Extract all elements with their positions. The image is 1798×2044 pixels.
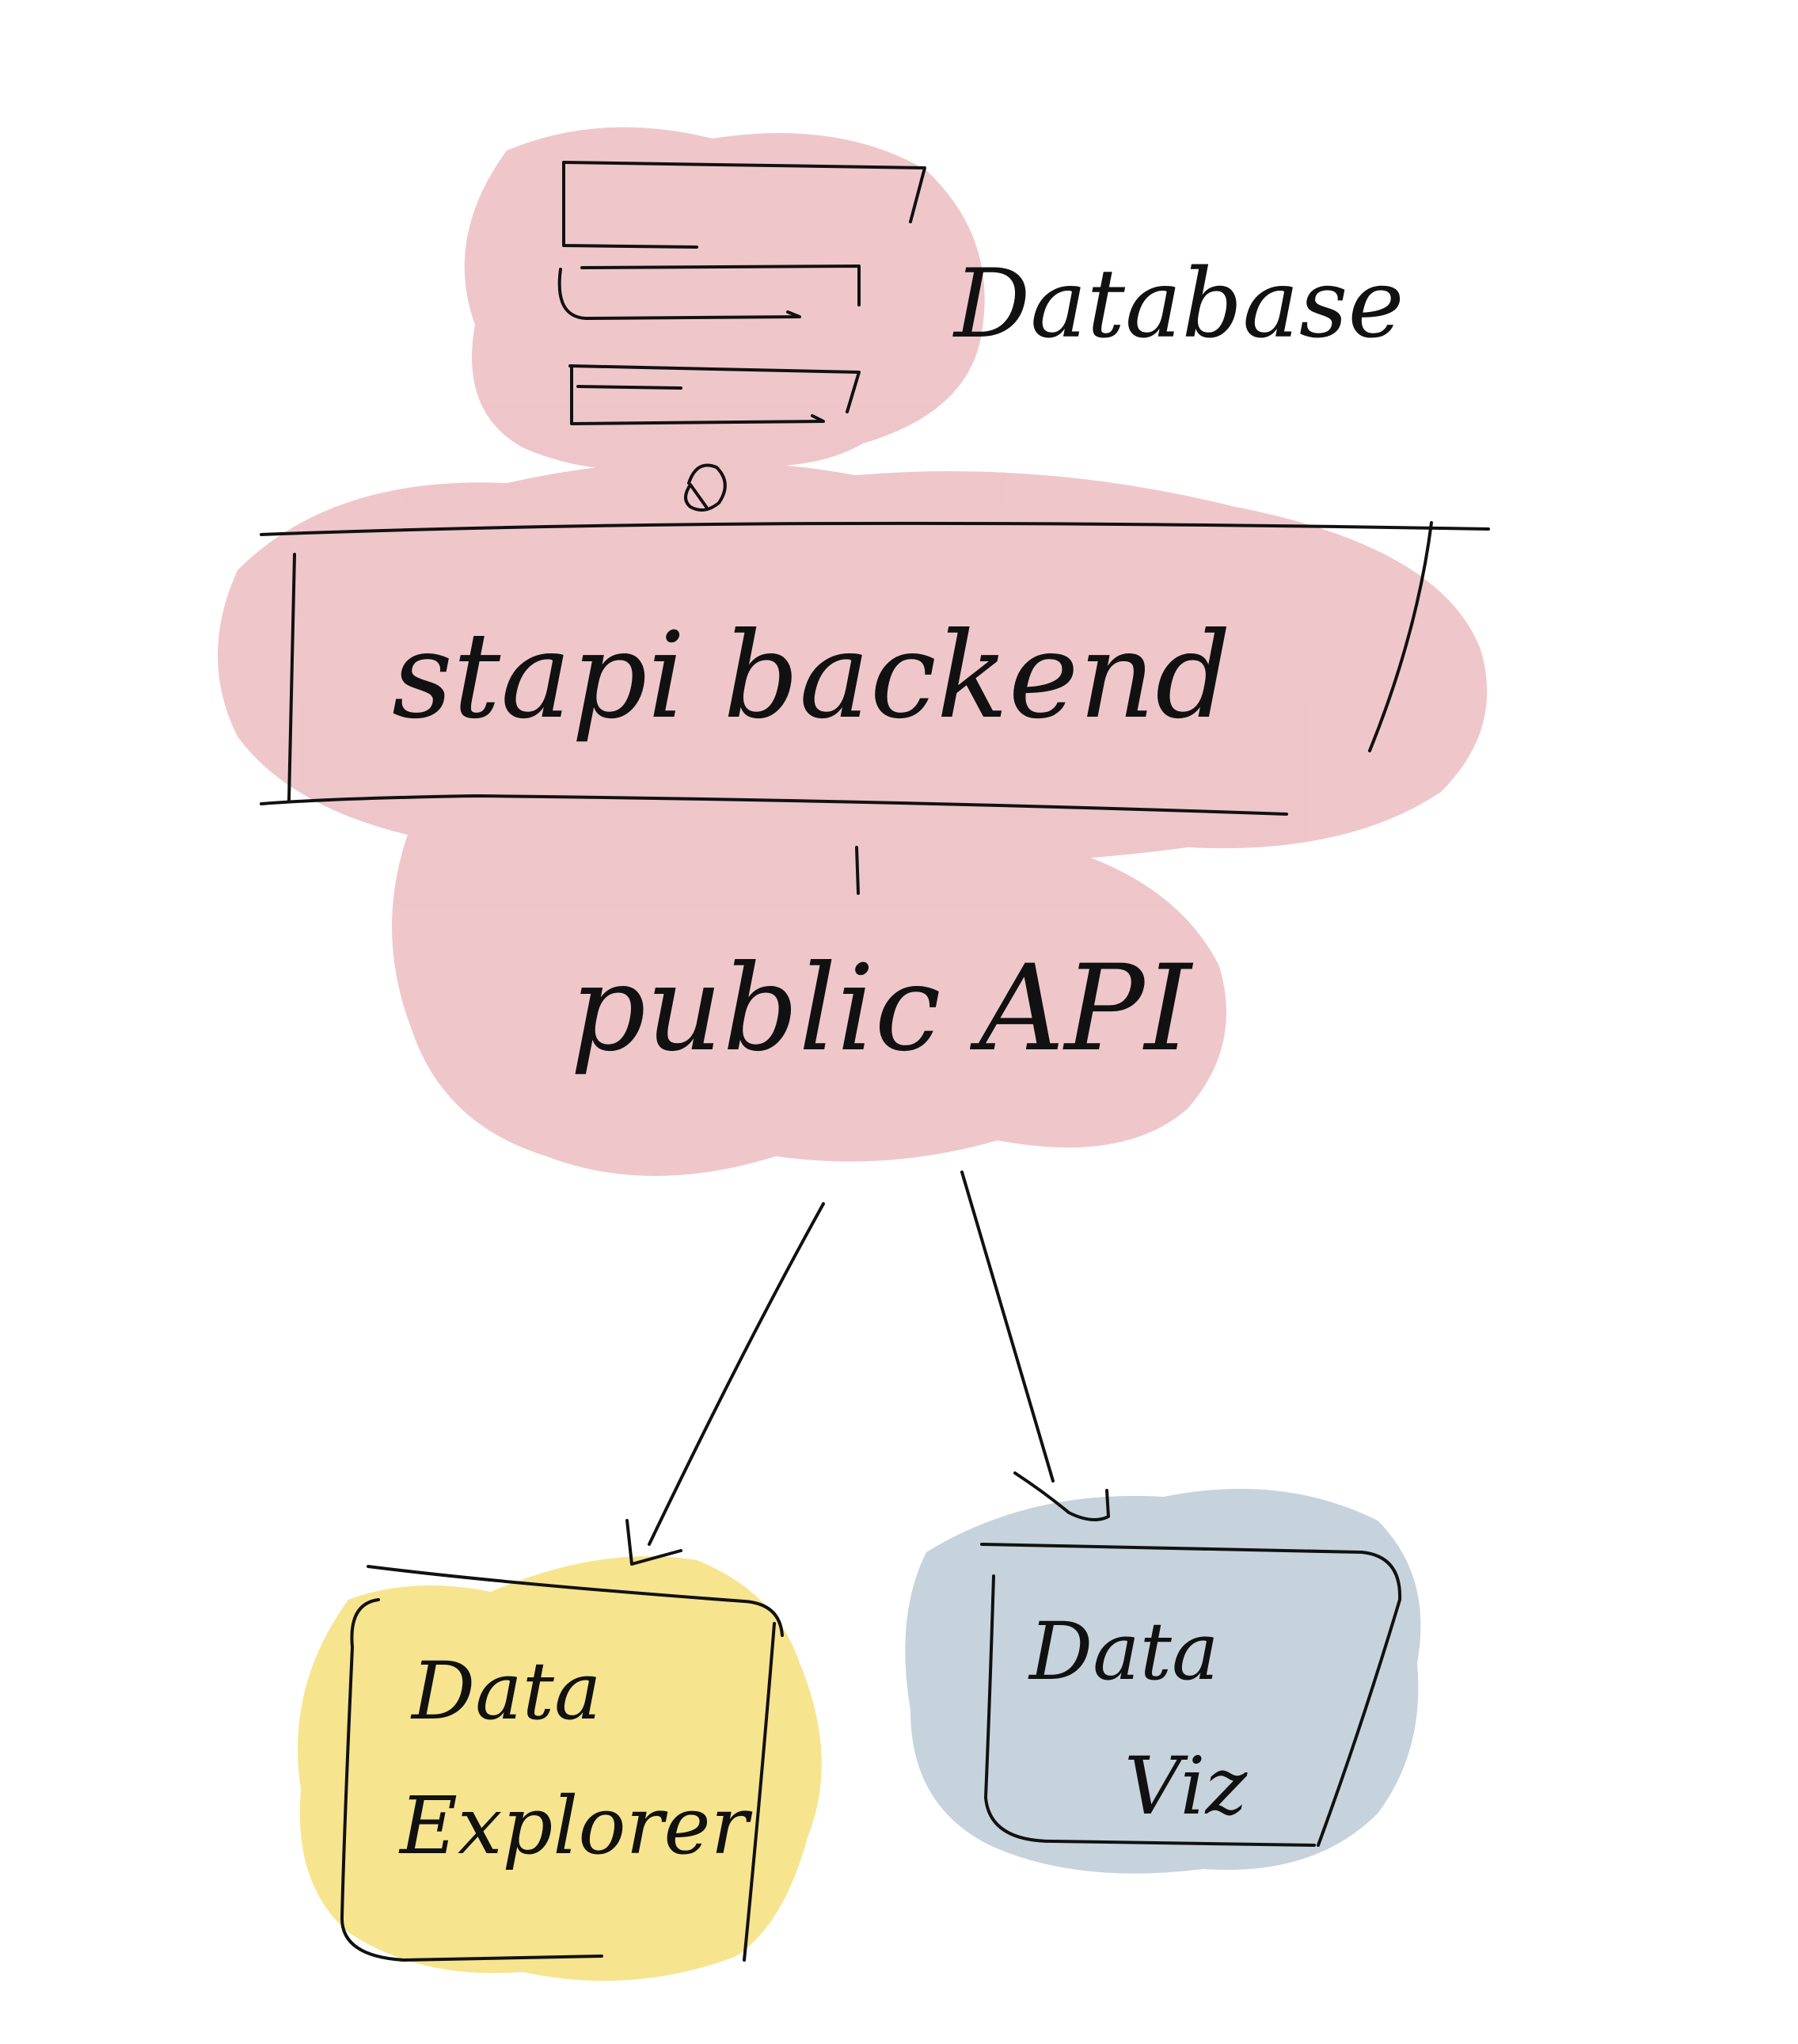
- data-explorer-label-line1: Data: [410, 1645, 602, 1738]
- data-viz-label-line1: Data: [1028, 1605, 1219, 1698]
- arrow-to-data-explorer: [625, 1202, 825, 1566]
- backend-box: [260, 521, 1490, 816]
- data-explorer-box: [340, 1565, 784, 1962]
- data-explorer-label-line2: Explorer: [398, 1779, 753, 1872]
- public-api-label: public API: [570, 940, 1194, 1078]
- data-viz-box: [980, 1543, 1402, 1847]
- db-backend-connector: [684, 463, 727, 512]
- database-label: Database: [952, 249, 1404, 360]
- data-viz-label-line2: Viz: [1124, 1740, 1248, 1833]
- database-icon: [557, 161, 926, 425]
- backend-api-connector: [855, 846, 860, 895]
- viz-wash: [905, 1489, 1421, 1874]
- backend-wash: [218, 127, 1488, 1176]
- explorer-wash: [298, 1556, 822, 1981]
- backend-label: stapi backend: [392, 607, 1231, 745]
- arrow-to-data-viz: [960, 1170, 1110, 1521]
